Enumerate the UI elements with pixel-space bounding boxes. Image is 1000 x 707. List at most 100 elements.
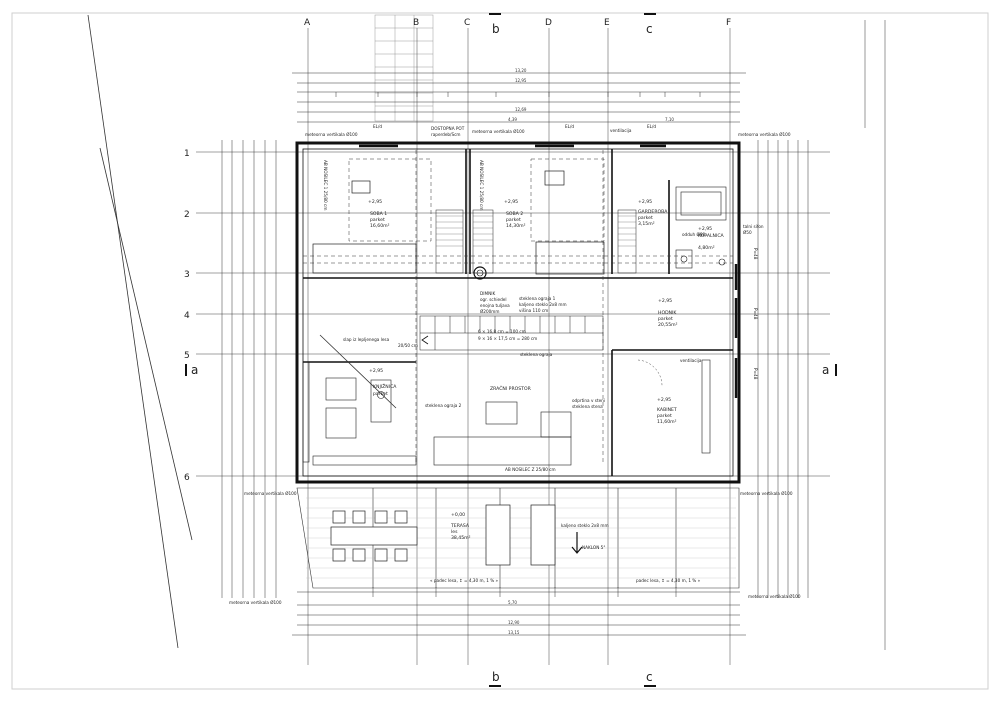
room-level: +0,00 <box>451 512 465 518</box>
dining-table <box>330 510 418 562</box>
right-margin-lines <box>864 20 886 650</box>
slap-beam <box>319 334 397 409</box>
room-area: 11,60m² <box>657 419 677 425</box>
interior-walls <box>303 149 733 476</box>
dim-top-5: 4,39 <box>508 117 517 122</box>
section-marker-c-bottom: c <box>646 670 653 684</box>
room-soba-2: +2,95 SOBA 2 parket 14,30m² <box>504 199 526 229</box>
room-area: 20,55m² <box>658 322 678 328</box>
wardrobe <box>435 209 637 274</box>
beam-note: slap iz lepljenega lesa <box>343 337 390 342</box>
room-level: +2,95 <box>504 199 518 205</box>
slope-note: padec lesa, ↕ = 4,30 m, 1 % » <box>636 578 701 583</box>
room-area: 4,80m² <box>698 245 715 251</box>
grid-row-label: 3 <box>184 270 190 280</box>
section-marker-a-left: a <box>191 363 198 377</box>
drain-note: Ø50 <box>743 230 752 235</box>
side-dimension-lines <box>221 140 809 598</box>
library-furniture <box>302 361 417 466</box>
attic-sub-note: raperdeb/Scm <box>431 132 461 137</box>
airspace-furniture <box>433 401 572 466</box>
grid-col-label: A <box>304 18 311 28</box>
room-area: 14,30m² <box>506 223 526 229</box>
dim-top-3: 12,69 <box>515 107 527 112</box>
grid-col-label: D <box>545 18 552 28</box>
room-terasa: +0,00 TERASA les 38,45m² <box>450 512 471 541</box>
room-name: KOPALNICA <box>698 233 725 239</box>
dim-bottom-1: 5,70 <box>508 600 517 605</box>
dim-bottom-2: 12,90 <box>508 620 520 625</box>
beam-note: AB NOSILEC 1 25/80 cm <box>479 160 484 210</box>
room-floor: parket <box>638 215 653 221</box>
grid-row-label: 5 <box>184 351 190 361</box>
dim-bottom-3: 13,15 <box>508 630 520 635</box>
glass-railing-note: kaljeno steklo 2x8 mm <box>519 302 567 307</box>
section-marker-b-bottom: b <box>492 670 500 684</box>
beam-note: 20/50 cm <box>398 343 418 348</box>
dim-top-4: 7,10 <box>665 117 674 122</box>
pipe-note: meteorna vertikala Ø100 <box>738 132 791 137</box>
opening-note: steklena stena <box>572 404 603 409</box>
side-note: P=48 <box>753 368 758 380</box>
dim-top-2: 12,95 <box>515 78 527 83</box>
grid-col-label: B <box>413 18 419 28</box>
wardrobe-hatching <box>436 215 636 247</box>
glass-note: kaljeno steklo 2x8 mm <box>561 523 609 528</box>
entrance-steps <box>374 14 434 122</box>
room-floor: parket <box>657 413 672 419</box>
bed-soba-2 <box>535 170 605 275</box>
grid-col-label: E <box>604 18 610 28</box>
section-marker-a-right: a <box>822 363 829 377</box>
room-name: KABINET <box>657 407 677 413</box>
chimney <box>473 266 487 280</box>
glass-railing-note: steklena ograja <box>520 352 553 357</box>
room-level: +2,95 <box>658 298 672 304</box>
window-openings <box>359 144 738 398</box>
kabinet-desk <box>701 359 711 454</box>
pipe-note: meteorna vertikala Ø100 <box>244 491 297 496</box>
room-hodnik: +2,95 HODNIK parket 20,55m² <box>658 298 678 328</box>
grid-row-label: 4 <box>184 311 190 321</box>
room-name: HODNIK <box>658 310 677 316</box>
room-floor: parket <box>658 316 673 322</box>
room-level: +2,95 <box>698 226 712 232</box>
room-name: GARDEROBA <box>638 209 668 215</box>
grid-col-label: C <box>464 18 470 28</box>
chimney-note: DIMNIK <box>480 291 495 296</box>
grid-row-label: 2 <box>184 210 190 220</box>
top-dimension-lines <box>292 72 746 123</box>
stairs-note: 6 × 16,8 cm = 100 cm <box>478 329 526 334</box>
stair-arrow-icon <box>421 335 429 345</box>
terrain-lines <box>87 14 193 649</box>
pipe-note: meteorna vertikala Ø100 <box>472 129 525 134</box>
grid-labels: A B C D E F 1 2 3 4 5 6 <box>184 18 731 483</box>
room-name: SOBA 2 <box>506 211 523 217</box>
beam-note: AB NOSILEC 1 25/80 cm <box>323 160 328 210</box>
pipe-note: meteorna vertikala Ø100 <box>305 132 358 137</box>
room-floor: parket <box>370 217 385 223</box>
slope-note: « padec lesa, ↕ = 4,30 m, 1 % » <box>430 578 499 583</box>
stairs-note: 9 × 16 × 17,5 cm = 280 cm <box>478 336 537 341</box>
chimney-note: Ø200mm <box>480 309 499 314</box>
glass-railing-note: steklena ograja 1 <box>519 296 556 301</box>
side-note: P=48 <box>753 308 758 320</box>
room-floor: parket <box>506 217 521 223</box>
side-note: P=48 <box>753 248 758 260</box>
section-marker-c-top: c <box>646 22 653 36</box>
grid-col-label: F <box>726 18 731 28</box>
drain-note: talni sifon <box>743 224 764 229</box>
room-soba-1: +2,95 SOBA 1 parket 16,60m² <box>368 199 390 229</box>
room-floor: les <box>451 529 458 535</box>
room-zracni-prostor: ZRAČNI PROSTOR <box>490 385 532 392</box>
room-knjiznica: +2,95 KNJIŽNICA parket <box>369 368 397 397</box>
beam-note: AB NOSILEC Z 25/80 cm <box>505 467 556 472</box>
section-markers <box>185 13 837 687</box>
grid-row-label: 6 <box>184 473 190 483</box>
section-marker-b-top: b <box>492 22 500 36</box>
chimney-note: ogr. schiedel <box>480 297 507 302</box>
room-area: 38,45m² <box>451 535 471 541</box>
glass-railing-2-note: steklena ograja 2 <box>425 403 462 408</box>
bottom-dimension-lines <box>292 587 746 636</box>
pipe-note: meteorna vertikala Ø100 <box>229 600 282 605</box>
